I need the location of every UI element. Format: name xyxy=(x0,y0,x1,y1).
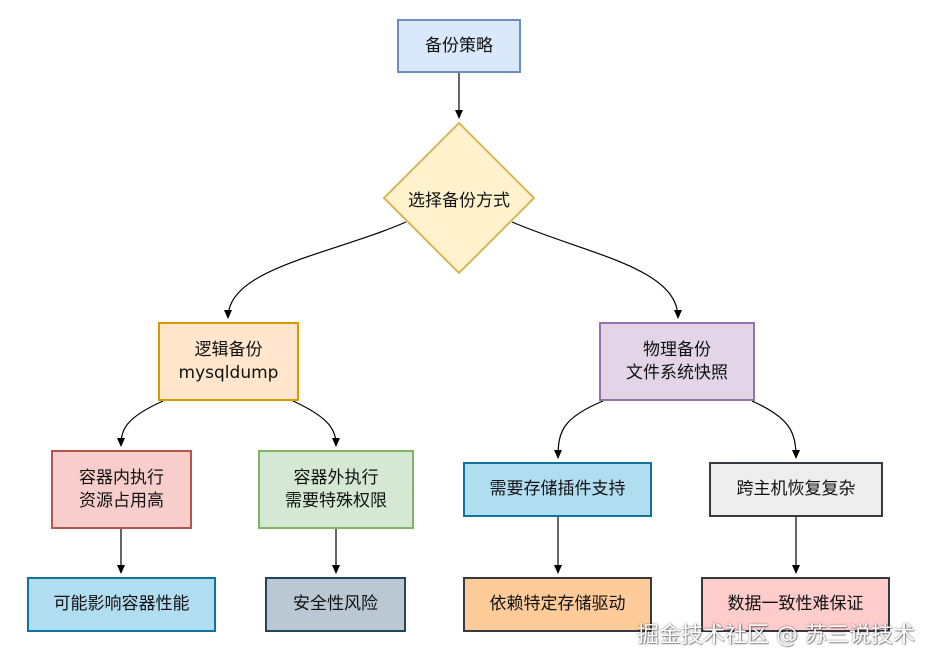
node-label: 依赖特定存储驱动 xyxy=(489,594,626,614)
edge-physical-storageplugin xyxy=(554,400,604,459)
node-storage-driver: 依赖特定存储驱动 xyxy=(463,577,652,632)
node-label-line2: mysqldump xyxy=(178,362,279,383)
node-out-container: 容器外执行 需要特殊权限 xyxy=(258,450,414,529)
node-label: 备份策略 xyxy=(425,35,493,56)
node-cross-host: 跨主机恢复复杂 xyxy=(709,462,883,517)
node-label: 可能影响容器性能 xyxy=(53,594,190,614)
node-label-line1: 逻辑备份 xyxy=(194,339,263,360)
node-backup-strategy: 备份策略 xyxy=(397,19,521,73)
node-label: 跨主机恢复复杂 xyxy=(736,479,856,499)
edge-logical-outcontainer xyxy=(292,400,340,447)
edge-decision-physical xyxy=(511,221,682,319)
decision-label: 选择备份方式 xyxy=(408,190,510,211)
edge-physical-crosshost xyxy=(751,400,800,459)
node-logical-backup: 逻辑备份 mysqldump xyxy=(158,322,299,401)
node-label-line2: 文件系统快照 xyxy=(626,362,728,383)
node-label: 需要存储插件支持 xyxy=(489,479,626,499)
edge-decision-logical xyxy=(224,221,407,319)
node-in-container: 容器内执行 资源占用高 xyxy=(51,450,192,529)
node-security-risk: 安全性风险 xyxy=(265,577,406,632)
node-physical-backup: 物理备份 文件系统快照 xyxy=(599,322,755,401)
edge-logical-incontainer xyxy=(117,400,164,447)
decision-diamond xyxy=(382,121,536,275)
node-label: 安全性风险 xyxy=(293,594,378,614)
node-label-line1: 容器外执行 xyxy=(293,467,379,488)
node-label-line2: 资源占用高 xyxy=(79,490,164,511)
node-label-line1: 物理备份 xyxy=(643,339,711,360)
node-label-line2: 需要特殊权限 xyxy=(285,490,387,511)
node-consistency: 数据一致性难保证 xyxy=(701,577,890,632)
watermark-text: 掘金技术社区 @ 苏三说技术 xyxy=(637,623,915,648)
node-storage-plugin: 需要存储插件支持 xyxy=(463,462,652,517)
node-impact-performance: 可能影响容器性能 xyxy=(27,577,216,632)
node-label: 数据一致性难保证 xyxy=(727,594,864,614)
node-label-line1: 容器内执行 xyxy=(79,467,164,488)
